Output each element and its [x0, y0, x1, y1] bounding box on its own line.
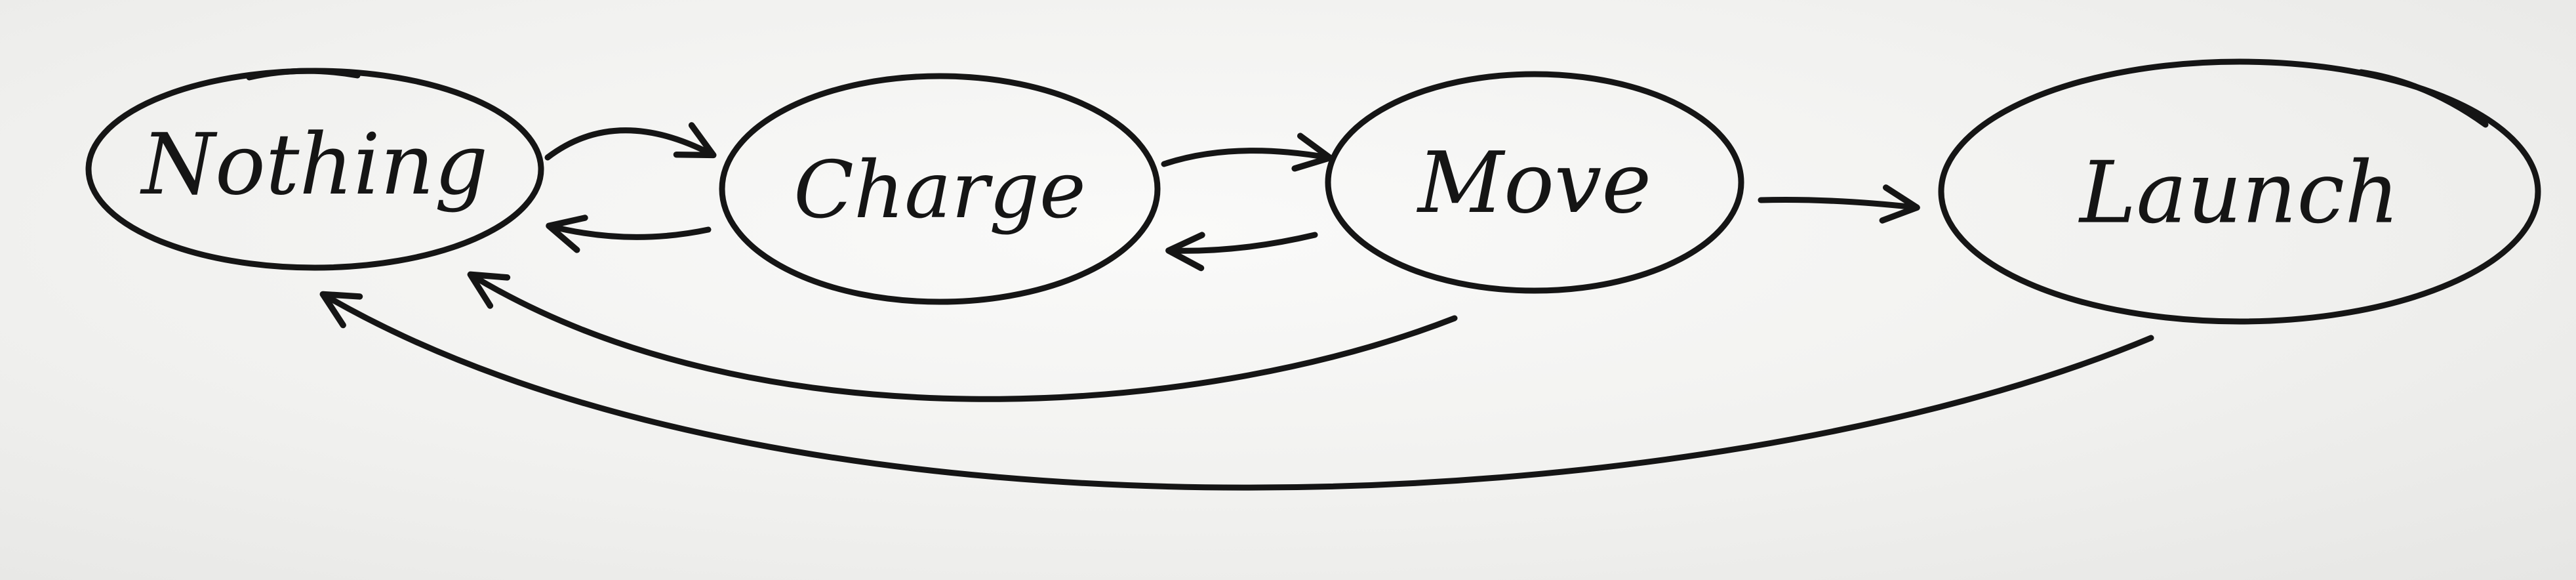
node-charge: Charge — [719, 73, 1161, 305]
node-launch-outline — [1938, 58, 2541, 325]
edge-move-to-launch — [1758, 184, 1920, 224]
edge-charge-to-nothing — [546, 215, 712, 253]
edge-move-to-charge — [1165, 232, 1318, 272]
node-charge-outline — [719, 73, 1161, 305]
node-move-label: Move — [1417, 135, 1651, 232]
node-launch-label: Launch — [2078, 143, 2400, 243]
edge-nothing-to-charge — [544, 122, 717, 161]
node-charge-label: Charge — [794, 145, 1086, 236]
node-nothing-overstroke — [246, 68, 361, 81]
edge-charge-to-move — [1161, 133, 1333, 172]
node-nothing-label: Nothing — [140, 116, 488, 214]
edge-launch-to-nothing — [319, 291, 2154, 491]
edge-move-to-nothing — [467, 271, 1458, 402]
node-move-outline — [1325, 71, 1744, 294]
node-launch: Launch — [1938, 58, 2541, 325]
node-launch-overstroke — [2358, 69, 2489, 128]
node-move: Move — [1325, 71, 1744, 294]
node-nothing: Nothing — [85, 68, 544, 271]
